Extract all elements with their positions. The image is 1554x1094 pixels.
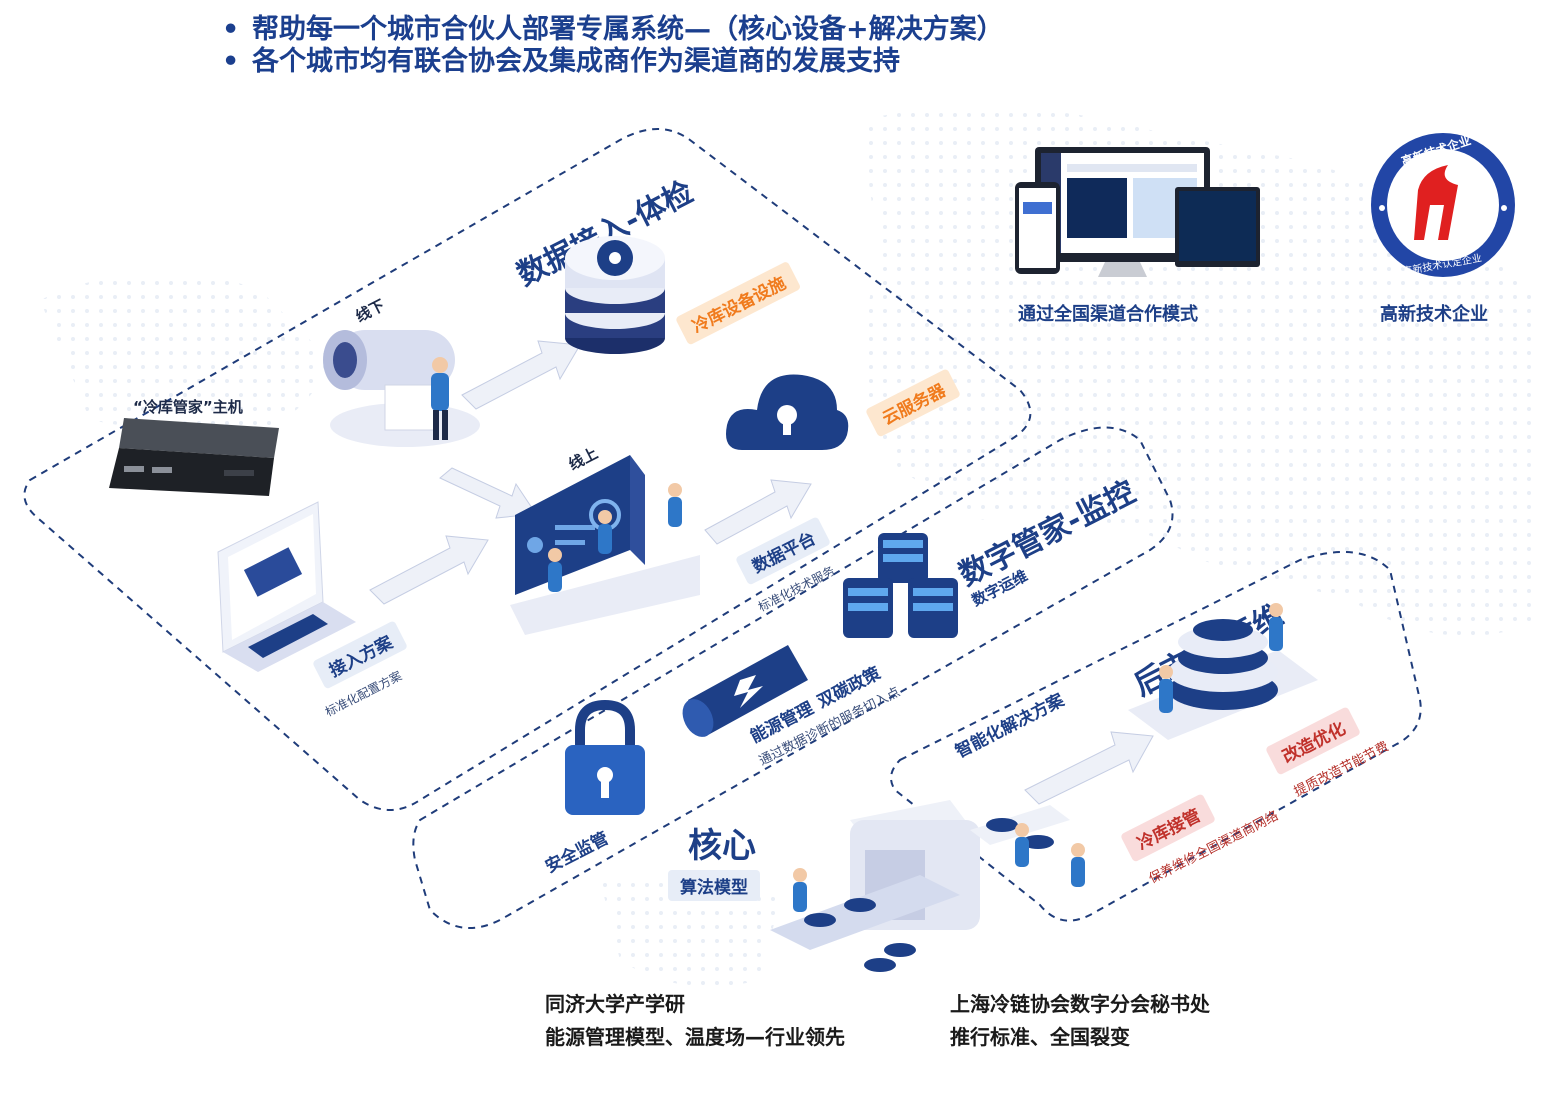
footer-right-line1: 上海冷链协会数字分会秘书处 (950, 992, 1210, 1016)
hitech-badge-icon (1371, 133, 1515, 277)
host-label: “冷库管家”主机 (133, 398, 243, 416)
footer-left-line1: 同济大学产学研 (545, 992, 685, 1016)
lock-icon (565, 699, 645, 815)
arrow-laptop-to-dashboard (369, 535, 489, 605)
arrow-online-to-cloud (704, 479, 812, 545)
host-server-illustration (109, 418, 279, 496)
region-after-market (890, 551, 1422, 922)
hitech-caption: 高新技术企业 (1380, 304, 1488, 325)
arrow-offline-to-facilities (461, 340, 581, 410)
footer-right: 上海冷链协会数字分会秘书处 推行标准、全国裂变 (950, 988, 1210, 1054)
section-title-core: 核心 (688, 826, 756, 866)
database-cluster-icon (843, 533, 958, 638)
offline-device-illustration (323, 330, 480, 447)
header-bullet-2: •各个城市均有联合协会及集成商作为渠道商的发展支持 (222, 46, 900, 77)
footer-left: 同济大学产学研 能源管理模型、温度场—行业领先 (545, 988, 845, 1054)
battery-energy-icon (682, 645, 808, 737)
header-bullets: •帮助每一个城市合伙人部署专属系统—（核心设备+解决方案） •各个城市均有联合协… (222, 14, 1004, 78)
channel-caption: 通过全国渠道合作模式 (1018, 304, 1198, 325)
footer-left-line2: 能源管理模型、温度场—行业领先 (545, 1025, 845, 1049)
tag-algorithm-model: 算法模型 (668, 870, 760, 901)
fan-server-illustration (565, 236, 665, 354)
arrow-online-flow (439, 467, 537, 519)
region-digital-manager (412, 426, 1174, 929)
aftermarket-platform-illustration (1128, 603, 1318, 740)
online-dashboard-illustration (510, 455, 700, 635)
devices-mockup-illustration (1015, 147, 1260, 277)
header-bullet-1: •帮助每一个城市合伙人部署专属系统—（核心设备+解决方案） (222, 14, 1004, 45)
cloud-lock-icon (726, 374, 849, 450)
arrow-core-to-aftermarket (1024, 731, 1154, 805)
laptop-illustration (217, 501, 356, 672)
region-data-access (23, 128, 1032, 811)
footer-right-line2: 推行标准、全国裂变 (950, 1025, 1130, 1049)
core-machine-illustration (770, 800, 1085, 972)
